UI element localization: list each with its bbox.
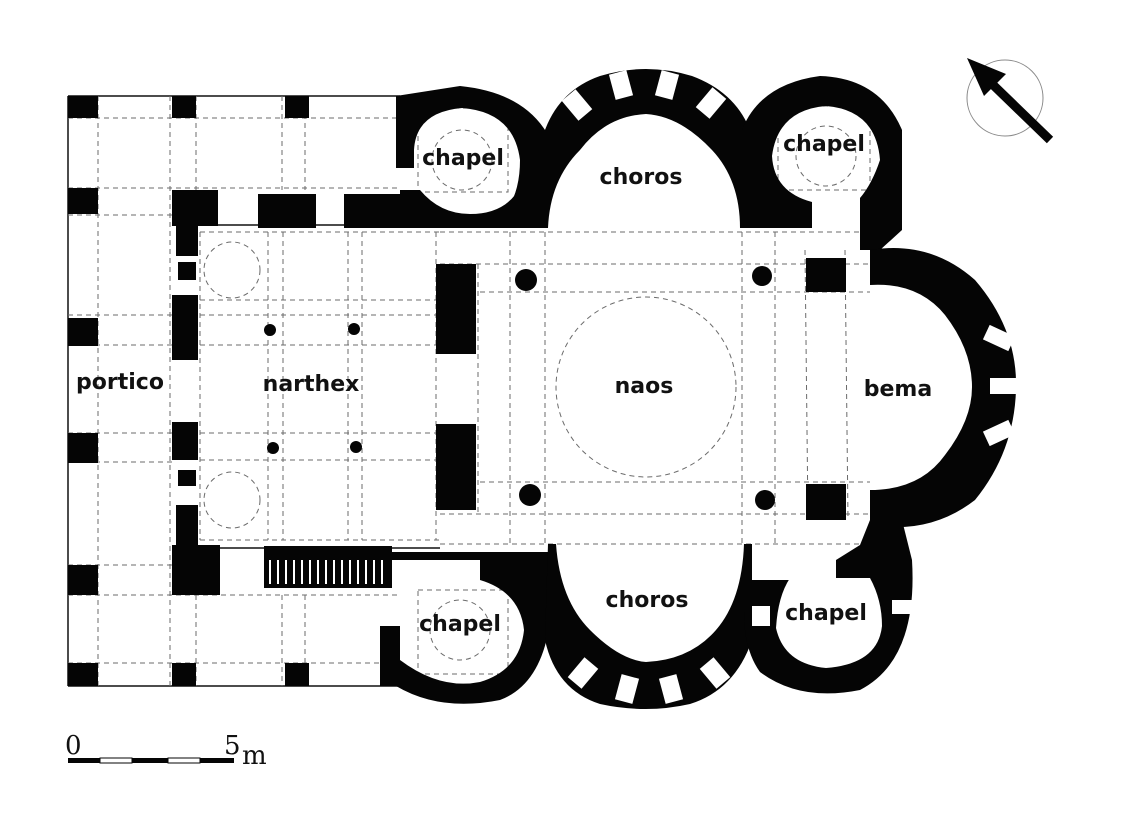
north-arrow-icon <box>966 58 1054 144</box>
label-chapel-sw: chapel <box>419 612 501 637</box>
choros-north-windows <box>561 70 727 121</box>
walls <box>68 69 1018 709</box>
scale-bar: 0 5 m <box>65 731 267 771</box>
scale-unit: m <box>242 741 267 771</box>
label-choros-south: choros <box>606 588 689 613</box>
label-naos: naos <box>615 374 674 399</box>
staircase <box>269 560 383 584</box>
scale-start: 0 <box>65 731 82 761</box>
vault-grid-lines <box>68 96 871 686</box>
room-labels: portico narthex naos bema choros choros … <box>76 132 932 637</box>
label-chapel-ne: chapel <box>783 132 865 157</box>
columns <box>264 266 775 510</box>
label-portico: portico <box>76 370 164 395</box>
bema-windows <box>982 324 1018 447</box>
choros-south-windows <box>567 657 731 704</box>
label-chapel-se: chapel <box>785 601 867 626</box>
scale-end: 5 <box>224 731 241 761</box>
label-bema: bema <box>864 377 932 402</box>
label-narthex: narthex <box>263 372 360 397</box>
label-chapel-nw: chapel <box>422 146 504 171</box>
label-choros-north: choros <box>600 165 683 190</box>
